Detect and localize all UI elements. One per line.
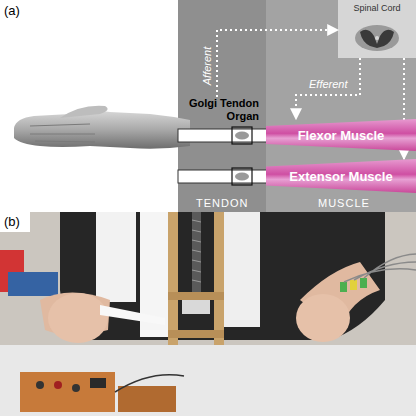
organ-label: Golgi Tendon Organ: [175, 97, 259, 123]
gto-box: [232, 127, 252, 144]
gto-organ: [235, 173, 249, 181]
edge-label: Efferent: [309, 78, 348, 90]
gto-box: [232, 168, 252, 185]
edge-label: Afferent: [201, 47, 213, 86]
spinal-cord-box: Spinal Cord: [338, 0, 416, 58]
panel-label: (a): [4, 3, 20, 18]
node-text: Spinal Cord: [338, 3, 416, 13]
signal-connector: [296, 58, 360, 119]
muscle-band: Extensor Muscle: [266, 159, 416, 193]
extensor-tendon: [178, 170, 268, 183]
panel-label: (b): [4, 214, 20, 229]
spinal-cord-icon: [355, 25, 399, 51]
node-text: Flexor Muscle: [298, 128, 385, 143]
node-text: Extensor Muscle: [289, 169, 392, 184]
gto-organ: [235, 132, 249, 140]
region-label: TENDON: [196, 197, 248, 209]
experiment-photo: [0, 212, 416, 416]
node-text: Golgi Tendon Organ: [175, 97, 259, 123]
label-patch: [0, 212, 30, 232]
flexor-tendon: [178, 129, 268, 142]
hand-illustration: [14, 106, 190, 149]
muscle-band: Flexor Muscle: [266, 119, 416, 151]
spinal-cord-ground: [338, 0, 416, 58]
white-ground: [0, 0, 178, 212]
muscle-region: [266, 0, 416, 212]
region-label: MUSCLE: [318, 197, 370, 209]
